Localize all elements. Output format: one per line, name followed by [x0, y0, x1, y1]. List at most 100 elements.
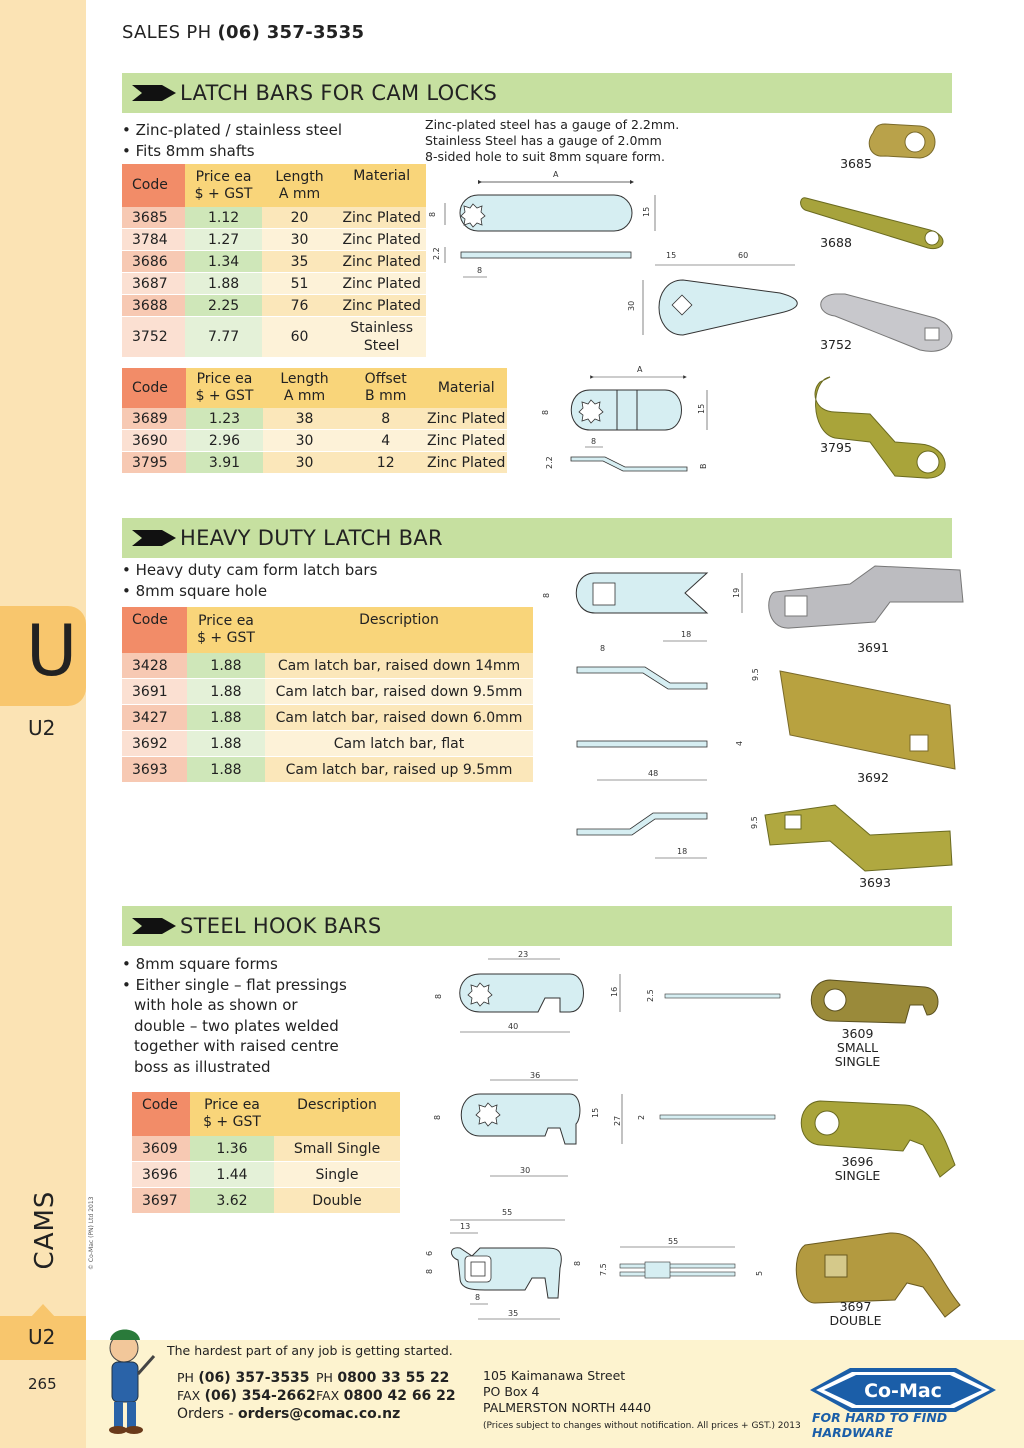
cell-price: 1.27: [185, 228, 262, 251]
cell-price: 1.23: [185, 408, 264, 430]
product-image-3795: [814, 376, 946, 479]
cell-price: 1.88: [187, 756, 265, 783]
ph-label: PH: [177, 1370, 194, 1385]
cell-material: Zinc Plated: [337, 228, 426, 251]
dim-label: 9.5: [750, 816, 759, 829]
bottom-tab-code: U2: [28, 1325, 56, 1349]
fax-label: FAX: [316, 1388, 340, 1403]
latch-bar-price-table: Code Price ea $ + GST Length A mm Materi…: [122, 164, 426, 358]
cell-price: 2.25: [185, 294, 262, 317]
cell-price: 1.12: [185, 207, 262, 229]
bullet-list: • Zinc-plated / stainless steel • Fits 8…: [122, 120, 342, 161]
bullet-list: • 8mm square forms • Either single – fla…: [122, 954, 347, 1077]
dim-label: 2.2: [432, 247, 441, 260]
cell-price: 7.77: [185, 316, 262, 358]
dim-label: 4: [735, 741, 744, 746]
page-number: 265: [28, 1375, 57, 1393]
table-header: Material: [337, 164, 426, 207]
dim-label: 19: [732, 588, 741, 598]
dim-label: 8: [434, 994, 443, 999]
dim-label: 8: [428, 212, 437, 217]
cell-code: 3686: [122, 250, 186, 273]
orders-email[interactable]: orders@comac.co.nz: [238, 1406, 401, 1422]
product-name: DOUBLE: [829, 1313, 882, 1328]
dim-label: 48: [648, 769, 658, 778]
cell-length: 76: [261, 294, 338, 317]
bullet-item: together with raised centre: [134, 1037, 339, 1055]
orders-label: Orders -: [177, 1406, 239, 1422]
dim-label: 55: [668, 1237, 678, 1246]
table-header: Price ea $ + GST: [187, 607, 265, 653]
arrow-icon: [132, 918, 176, 934]
dim-label: 8: [477, 266, 482, 275]
dim-label: 8: [573, 1261, 582, 1266]
cell-price: 3.62: [190, 1187, 274, 1214]
hook-bar-diagrams: 23 8 16 40 2.5 36 8 15 27 30 2 55 13 6 8…: [425, 950, 781, 1320]
copyright: © Co-Mac (PN) Ltd 2013: [88, 1196, 95, 1270]
cell-description: Cam latch bar, raised up 9.5mm: [265, 756, 533, 783]
table-header: Offset B mm: [345, 368, 426, 408]
logo-tagline: FOR HARD TO FIND HARDWARE: [812, 1410, 948, 1440]
bullet-item: with hole as shown or: [134, 996, 298, 1014]
cell-length: 38: [263, 408, 346, 430]
dim-label: 6: [425, 1251, 434, 1256]
cell-material: Zinc Plated: [337, 272, 426, 295]
section-tab-letter: U: [26, 610, 78, 692]
cell-code: 3427: [122, 704, 187, 731]
product-image-3697: [795, 1232, 961, 1318]
dim-label: 27: [613, 1116, 622, 1126]
product-label: 3691: [857, 640, 889, 655]
dim-label: 15: [642, 207, 651, 217]
cell-price: 1.88: [187, 704, 265, 731]
cell-description: Cam latch bar, flat: [265, 730, 533, 757]
tagline: The hardest part of any job is getting s…: [167, 1343, 453, 1358]
note-line: Zinc-plated steel has a gauge of 2.2mm.: [425, 117, 680, 132]
cell-price: 1.44: [190, 1161, 274, 1188]
dim-label: 2: [637, 1115, 646, 1120]
cell-code: 3690: [122, 429, 186, 452]
dim-label: 30: [520, 1166, 530, 1175]
product-image-3752: [820, 293, 953, 352]
product-name: SMALL SINGLE: [834, 1040, 881, 1069]
dim-label: 8: [433, 1115, 442, 1120]
comac-logo: Co-Mac: [810, 1368, 996, 1412]
product-code: 3697: [839, 1299, 872, 1314]
table-header: Price ea $ + GST: [185, 368, 264, 408]
cell-code: 3687: [122, 272, 186, 295]
cell-material: Zinc Plated: [337, 207, 426, 229]
cell-description: Cam latch bar, raised down 9.5mm: [265, 678, 533, 705]
cell-description: Cam latch bar, raised down 6.0mm: [265, 704, 533, 731]
dim-label: 13: [460, 1222, 470, 1231]
note-line: Stainless Steel has a gauge of 2.0mm: [425, 133, 662, 148]
bullet-item: • 8mm square hole: [122, 581, 268, 600]
cell-code: 3609: [132, 1136, 190, 1162]
note-line: 8-sided hole to suit 8mm square form.: [425, 149, 665, 164]
dim-label: 40: [508, 1022, 518, 1031]
cell-price: 1.88: [187, 678, 265, 705]
product-label: 3692: [857, 770, 889, 785]
cell-price: 1.88: [185, 272, 262, 295]
arrow-icon: [132, 530, 176, 546]
product-image-3609: [810, 979, 939, 1024]
bullet-item: • 8mm square forms: [122, 955, 278, 973]
bullet-item: double – two plates welded: [134, 1016, 339, 1035]
offset-latch-bar-price-table: Code Price ea $ + GST Length A mm Offset…: [122, 368, 507, 474]
product-image-3692: [779, 670, 956, 770]
section-header-latch-bars: LATCH BARS FOR CAM LOCKS: [122, 73, 952, 113]
footer-address: 105 Kaimanawa Street PO Box 4 PALMERSTON…: [483, 1368, 801, 1434]
latch-bar-diagrams: A 8 15 2.2 8 15 60 30 A 8 15 8 2.2 B: [428, 170, 798, 472]
dim-label: 8: [541, 410, 550, 415]
cell-material: Zinc Plated: [425, 429, 507, 452]
dim-label: 23: [518, 950, 528, 959]
table-header: Description: [265, 607, 533, 653]
